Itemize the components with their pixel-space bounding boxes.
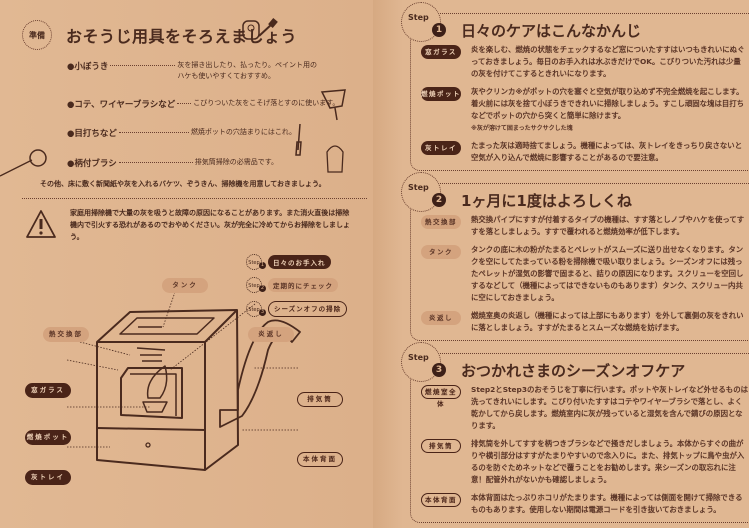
- label-flame-return: 炎返し: [248, 327, 294, 342]
- label-ash-tray: 灰トレイ: [25, 470, 71, 485]
- tool-item: ●コテ、ワイヤーブラシなどこびりついた灰をこそげ落とすのに使います。: [67, 99, 340, 110]
- label-back: 本体背面: [297, 452, 343, 467]
- label-heat-exchanger: 熱交換部: [43, 327, 89, 342]
- label-exhaust: 排気筒: [297, 392, 343, 407]
- step1-title: 日々のケアはこんなかんじ: [461, 22, 642, 40]
- label-pot: 燃焼ポット: [25, 430, 71, 445]
- step2-row: タンクタンクの底に木の粉がたまるとペレットがスムーズに送り出せなくなります。タン…: [421, 244, 748, 304]
- prep-title: おそうじ用具をそろえましょう: [66, 27, 298, 46]
- step3-row: 本体背面本体背面はたっぷりホコリがたまります。機種によっては側面を開けて掃除でき…: [421, 492, 748, 516]
- step3-title: おつかれさまのシーズンオフケア: [461, 362, 686, 380]
- tool-illustrations: [0, 89, 346, 177]
- prep-note: その他、床に敷く新聞紙や灰を入れるバケツ、ぞうきん、掃除機を用意しておきましょう…: [40, 180, 326, 188]
- step1-row: 窓ガラス炎を楽しむ、燃焼の状態をチェックするなど窓についたすすはいつもきれいにぬ…: [421, 44, 748, 80]
- step2-row: 炎返し燃焼室奥の炎返し（機種によっては上部にもあります）を外して裏側の灰をきれい…: [421, 310, 748, 334]
- label-window: 窓ガラス: [25, 383, 71, 398]
- warning-text: 家庭用掃除機で大量の灰を吸うと故障の原因になることがあります。また消火直後は掃除…: [70, 209, 350, 241]
- step2-title: 1ヶ月に1度はよろしくね: [461, 192, 632, 210]
- tool-item: ●柄付ブラシ排気筒掃除の必需品です。: [67, 158, 279, 169]
- label-tank: タンク: [162, 278, 208, 293]
- step2-row: 熱交換部熱交換パイプにすすが付着するタイプの機種は、すす落としノブやハケを使って…: [421, 214, 748, 238]
- stove-icon: [242, 18, 278, 40]
- left-page: 準備 おそうじ用具をそろえましょう ●小ぼうき灰を掃き出したり、払ったり。ペイン…: [0, 0, 373, 528]
- tool-item: ●目打ちなど燃焼ポットの穴詰まりにはこれ。: [67, 128, 296, 139]
- step1-row: 燃焼ポット灰やクリンカ※がポットの穴を塞ぐと空気が取り込めず不完全燃焼を起こしま…: [421, 87, 745, 132]
- stove-diagram: [66, 291, 301, 471]
- tool-item: ●小ぼうき灰を掃き出したり、払ったり。ペイント用のハケも使いやすくておすすめ。: [67, 61, 318, 80]
- warning-icon: [26, 210, 56, 238]
- divider: [22, 198, 367, 199]
- step1-row: 灰トレイたまった灰は適時捨てましょう。機種によっては、灰トレイをきっちり戻さない…: [421, 140, 748, 164]
- prep-badge: 準備: [22, 20, 52, 50]
- step3-row: 排気筒排気筒を外してすすを柄つきブラシなどで掻きだしましょう。本体からすぐの曲が…: [421, 438, 748, 486]
